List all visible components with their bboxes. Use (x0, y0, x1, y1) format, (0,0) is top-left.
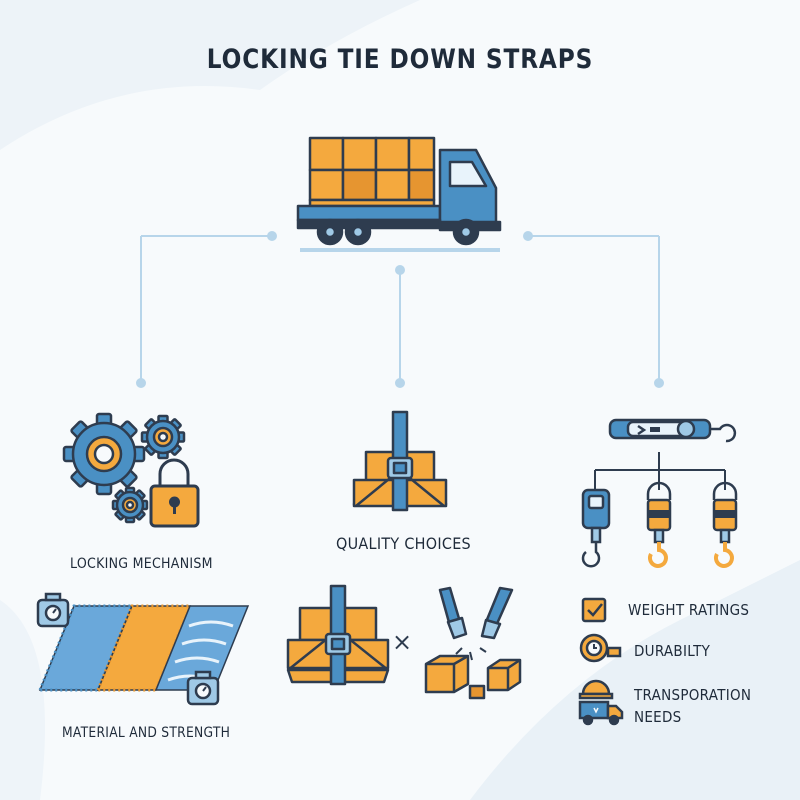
strap-distribution-lines (594, 452, 726, 490)
strap-cutter-icon (438, 586, 514, 661)
checklist-item-transportation-needs: TRANSPORATION NEEDS (634, 686, 752, 726)
scale-icon-top (36, 592, 70, 628)
quality-choices-label: QUALITY CHOICES (336, 534, 471, 553)
hook-icon-left (581, 488, 611, 568)
cross-symbol: × (392, 628, 413, 656)
tape-measure-icon (579, 633, 622, 663)
checkbox-icon (581, 597, 607, 623)
padlock-icon (149, 458, 200, 528)
checklist-item-weight-ratings: WEIGHT RATINGS (628, 601, 750, 619)
page-title: LOCKING TIE DOWN STRAPS (206, 44, 594, 75)
gears-icon (62, 412, 186, 524)
connector-lines (140, 235, 660, 382)
truck-icon (296, 136, 502, 252)
loose-boxes-icon (424, 654, 522, 700)
hook-icon-right (712, 481, 738, 568)
strapped-pallet-icon-small (286, 584, 390, 686)
scale-icon-bottom (186, 670, 220, 706)
material-swatches-icon (37, 604, 250, 692)
ratchet-strap-icon (608, 418, 737, 443)
hardhat-delivery-truck-icon (578, 679, 624, 726)
hook-icon-middle (646, 481, 672, 568)
checklist-item-durability: DURABILTY (634, 642, 711, 660)
locking-mechanism-label: LOCKING MECHANISM (70, 556, 213, 572)
material-strength-label: MATERIAL AND STRENGTH (62, 725, 231, 741)
strapped-pallet-icon (352, 410, 448, 512)
connector-dots (136, 231, 664, 388)
